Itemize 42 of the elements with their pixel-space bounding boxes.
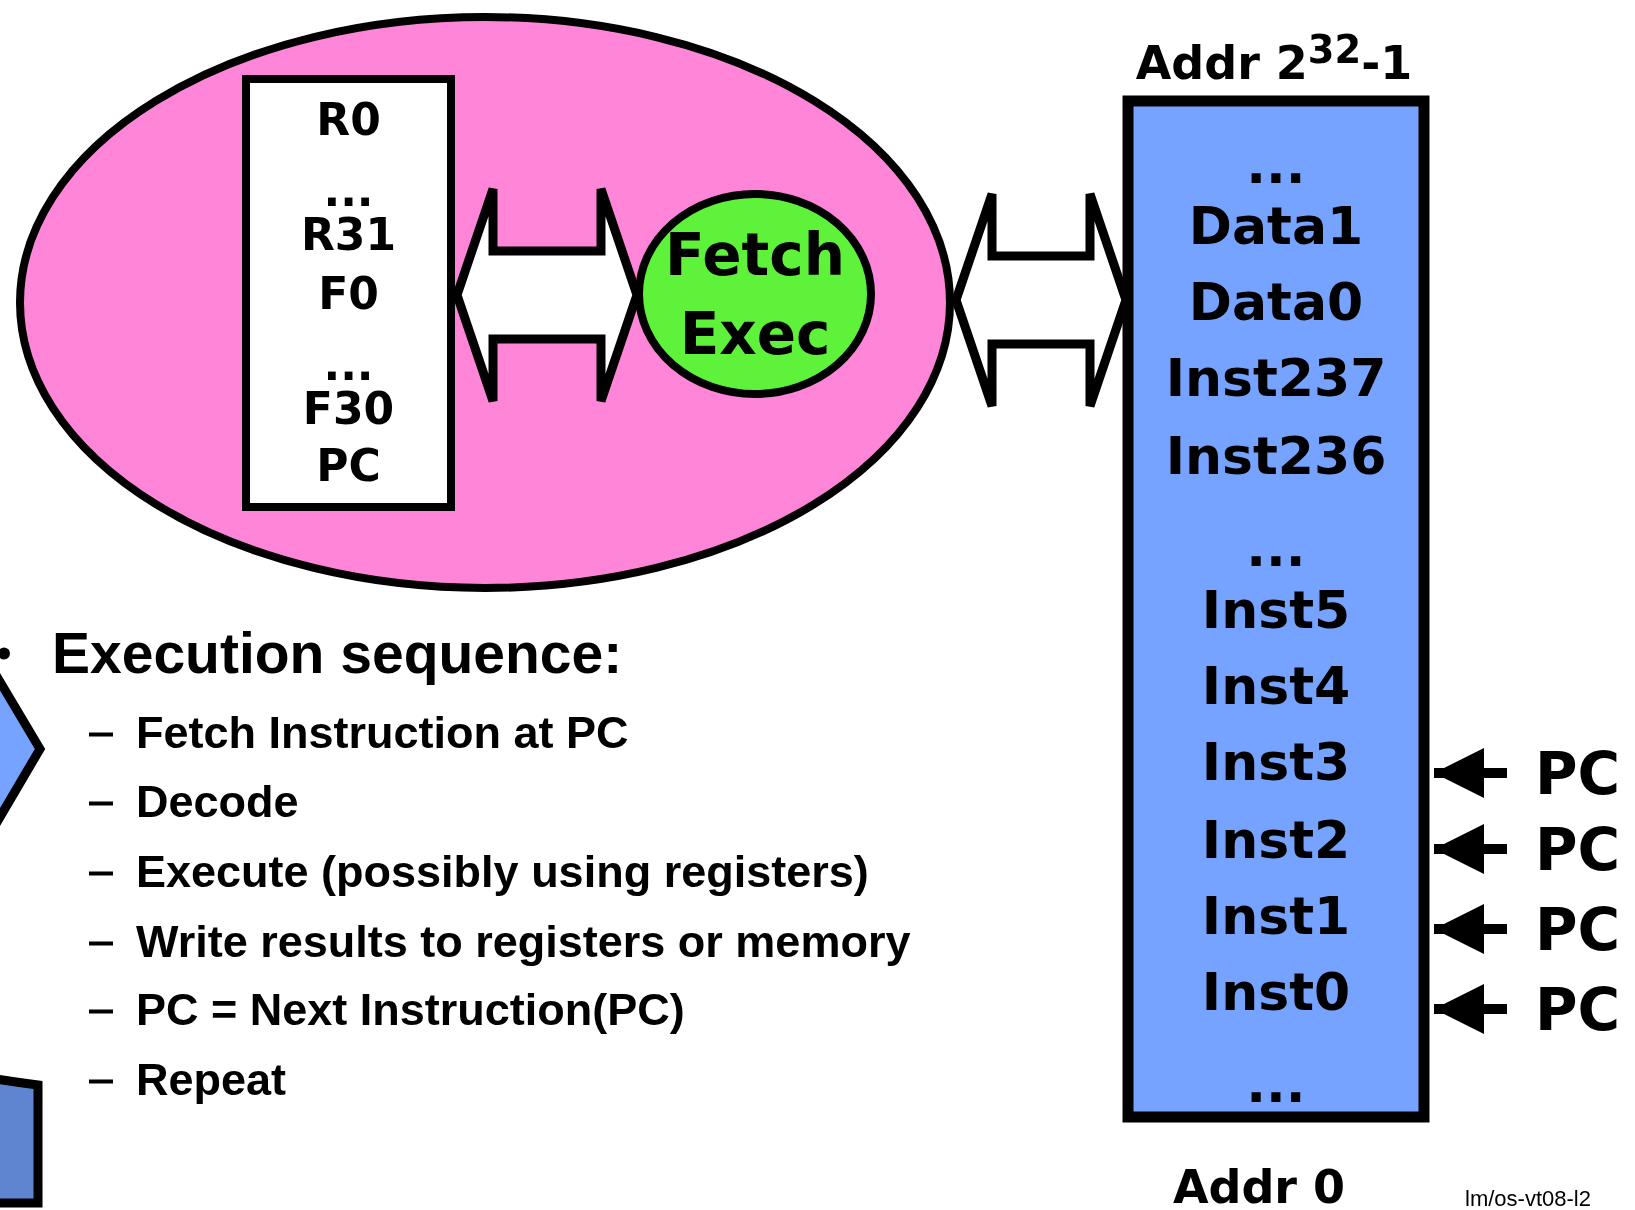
list-item: PC = Next Instruction(PC) <box>136 987 685 1032</box>
memory-entry: Inst4 <box>1200 660 1352 712</box>
memory-entry: Inst0 <box>1200 966 1352 1018</box>
memory-entry: ... <box>1245 1058 1307 1110</box>
address-label: Addr 2$^{32}$-1 <box>1135 31 1413 87</box>
memory-entry: Inst1 <box>1200 890 1352 942</box>
list-item: Decode <box>136 779 299 824</box>
pc-label: PC <box>1535 981 1622 1039</box>
memory-entry: ... <box>1245 139 1307 191</box>
arrow <box>1434 824 1507 874</box>
fetch-exec-label: Fetch Exec <box>664 219 846 370</box>
register-name: ... <box>322 169 375 213</box>
cpu-ellipse <box>16 13 954 592</box>
address-label: Addr 0 <box>1172 1164 1346 1210</box>
arrow <box>1434 748 1507 798</box>
memory-entry: Inst236 <box>1164 430 1388 482</box>
register-name: R31 <box>299 213 398 257</box>
register-file-box <box>242 75 455 511</box>
list-item: Write results to registers or memory <box>136 919 911 964</box>
pc-label: PC <box>1535 821 1622 879</box>
memory-entry: Inst237 <box>1164 352 1388 404</box>
list-item: Repeat <box>136 1057 287 1102</box>
list-item: Fetch Instruction at PC <box>136 710 629 755</box>
register-name: ... <box>322 343 375 387</box>
pc-label: PC <box>1535 745 1622 803</box>
register-name: R0 <box>315 98 382 142</box>
register-name: F30 <box>301 387 396 431</box>
arrow <box>1434 904 1507 954</box>
memory-entry: Inst5 <box>1200 584 1352 636</box>
memory-entry: Inst3 <box>1200 736 1352 788</box>
memory-entry: ... <box>1245 522 1307 574</box>
pc-label: PC <box>1535 901 1622 959</box>
memory-entry: Inst2 <box>1200 814 1352 866</box>
memory-entry: Data0 <box>1187 276 1365 328</box>
memory-entry: Data1 <box>1187 200 1365 252</box>
footer-note: lm/os-vt08-l2 <box>1465 1188 1591 1210</box>
register-name: PC <box>315 444 382 488</box>
memory-box <box>1124 97 1428 1121</box>
arrow <box>1434 984 1507 1034</box>
list-item: Execute (possibly using registers) <box>136 849 869 894</box>
fetch-exec-circle <box>635 190 875 398</box>
register-name: F0 <box>317 272 380 316</box>
